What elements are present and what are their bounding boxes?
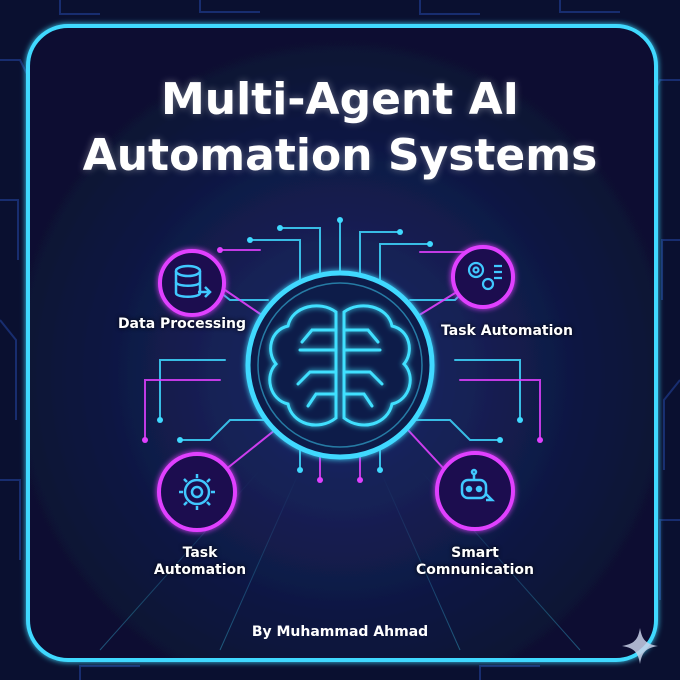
- label-task-automation-left: Task Automation: [140, 545, 260, 579]
- grid-floor: [40, 469, 640, 651]
- gears-icon: [467, 261, 502, 291]
- node-smart-communication[interactable]: [435, 451, 515, 531]
- author-byline: By Muhammad Ahmad: [251, 624, 429, 640]
- label-task-automation-left-line1: Task: [182, 545, 218, 561]
- node-data-processing[interactable]: [158, 249, 226, 317]
- brain-icon: [268, 304, 412, 427]
- title-line-1: Multi-Agent AI: [160, 74, 520, 125]
- chatbot-icon: [460, 468, 496, 502]
- page-title: Multi-Agent AI Automation Systems: [0, 72, 680, 184]
- label-smart-communication-line2: Comnunication: [415, 562, 534, 578]
- gear-icon: [179, 474, 215, 510]
- node-task-automation-left[interactable]: [157, 452, 237, 532]
- label-smart-communication: Smart Comnunication: [405, 545, 545, 579]
- database-icon: [174, 264, 212, 298]
- label-smart-communication-line1: Smart: [451, 545, 499, 561]
- brain-hub: [245, 270, 435, 460]
- label-data-processing: Data Processing: [117, 316, 247, 332]
- label-task-automation-left-line2: Automation: [153, 562, 247, 578]
- sparkle-icon: [622, 628, 658, 664]
- title-line-2: Automation Systems: [82, 130, 598, 181]
- node-task-automation-right[interactable]: [451, 245, 515, 309]
- label-task-automation-right: Task Automation: [441, 323, 573, 339]
